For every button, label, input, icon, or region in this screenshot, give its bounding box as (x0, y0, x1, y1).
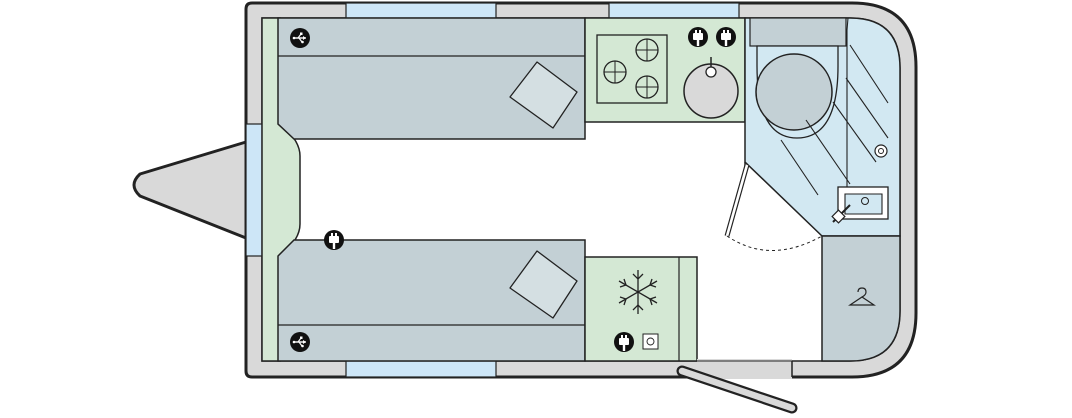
sink-icon (683, 57, 739, 119)
window-top-left (345, 2, 497, 19)
socket-icon (614, 332, 634, 352)
toilet-icon (755, 45, 839, 139)
toilet-cistern (749, 17, 847, 47)
socket-icon (716, 27, 736, 47)
fridge-unit (584, 256, 698, 362)
bed-bottom[interactable] (277, 239, 586, 362)
usb-icon (289, 27, 311, 49)
washroom-door[interactable] (724, 164, 823, 251)
vent-icon (642, 333, 659, 350)
hob-icon (596, 34, 668, 104)
snowflake-icon (618, 270, 658, 314)
bed-top[interactable] (277, 17, 586, 140)
washroom-basin (837, 186, 889, 220)
hanger-icon (848, 287, 876, 306)
entrance-step (697, 359, 792, 379)
wardrobe[interactable] (821, 235, 901, 362)
window-front (245, 123, 263, 257)
pillow-top (509, 61, 578, 129)
tap-icon (831, 204, 851, 224)
usb-icon (289, 331, 311, 353)
entrance-door[interactable] (676, 365, 798, 414)
socket-icon (688, 27, 708, 47)
pillow-bottom (509, 250, 578, 319)
window-bottom (345, 360, 497, 378)
tow-hitch (132, 140, 248, 240)
socket-icon (324, 230, 344, 250)
window-top-right (608, 2, 740, 19)
shower-icon (780, 17, 889, 196)
